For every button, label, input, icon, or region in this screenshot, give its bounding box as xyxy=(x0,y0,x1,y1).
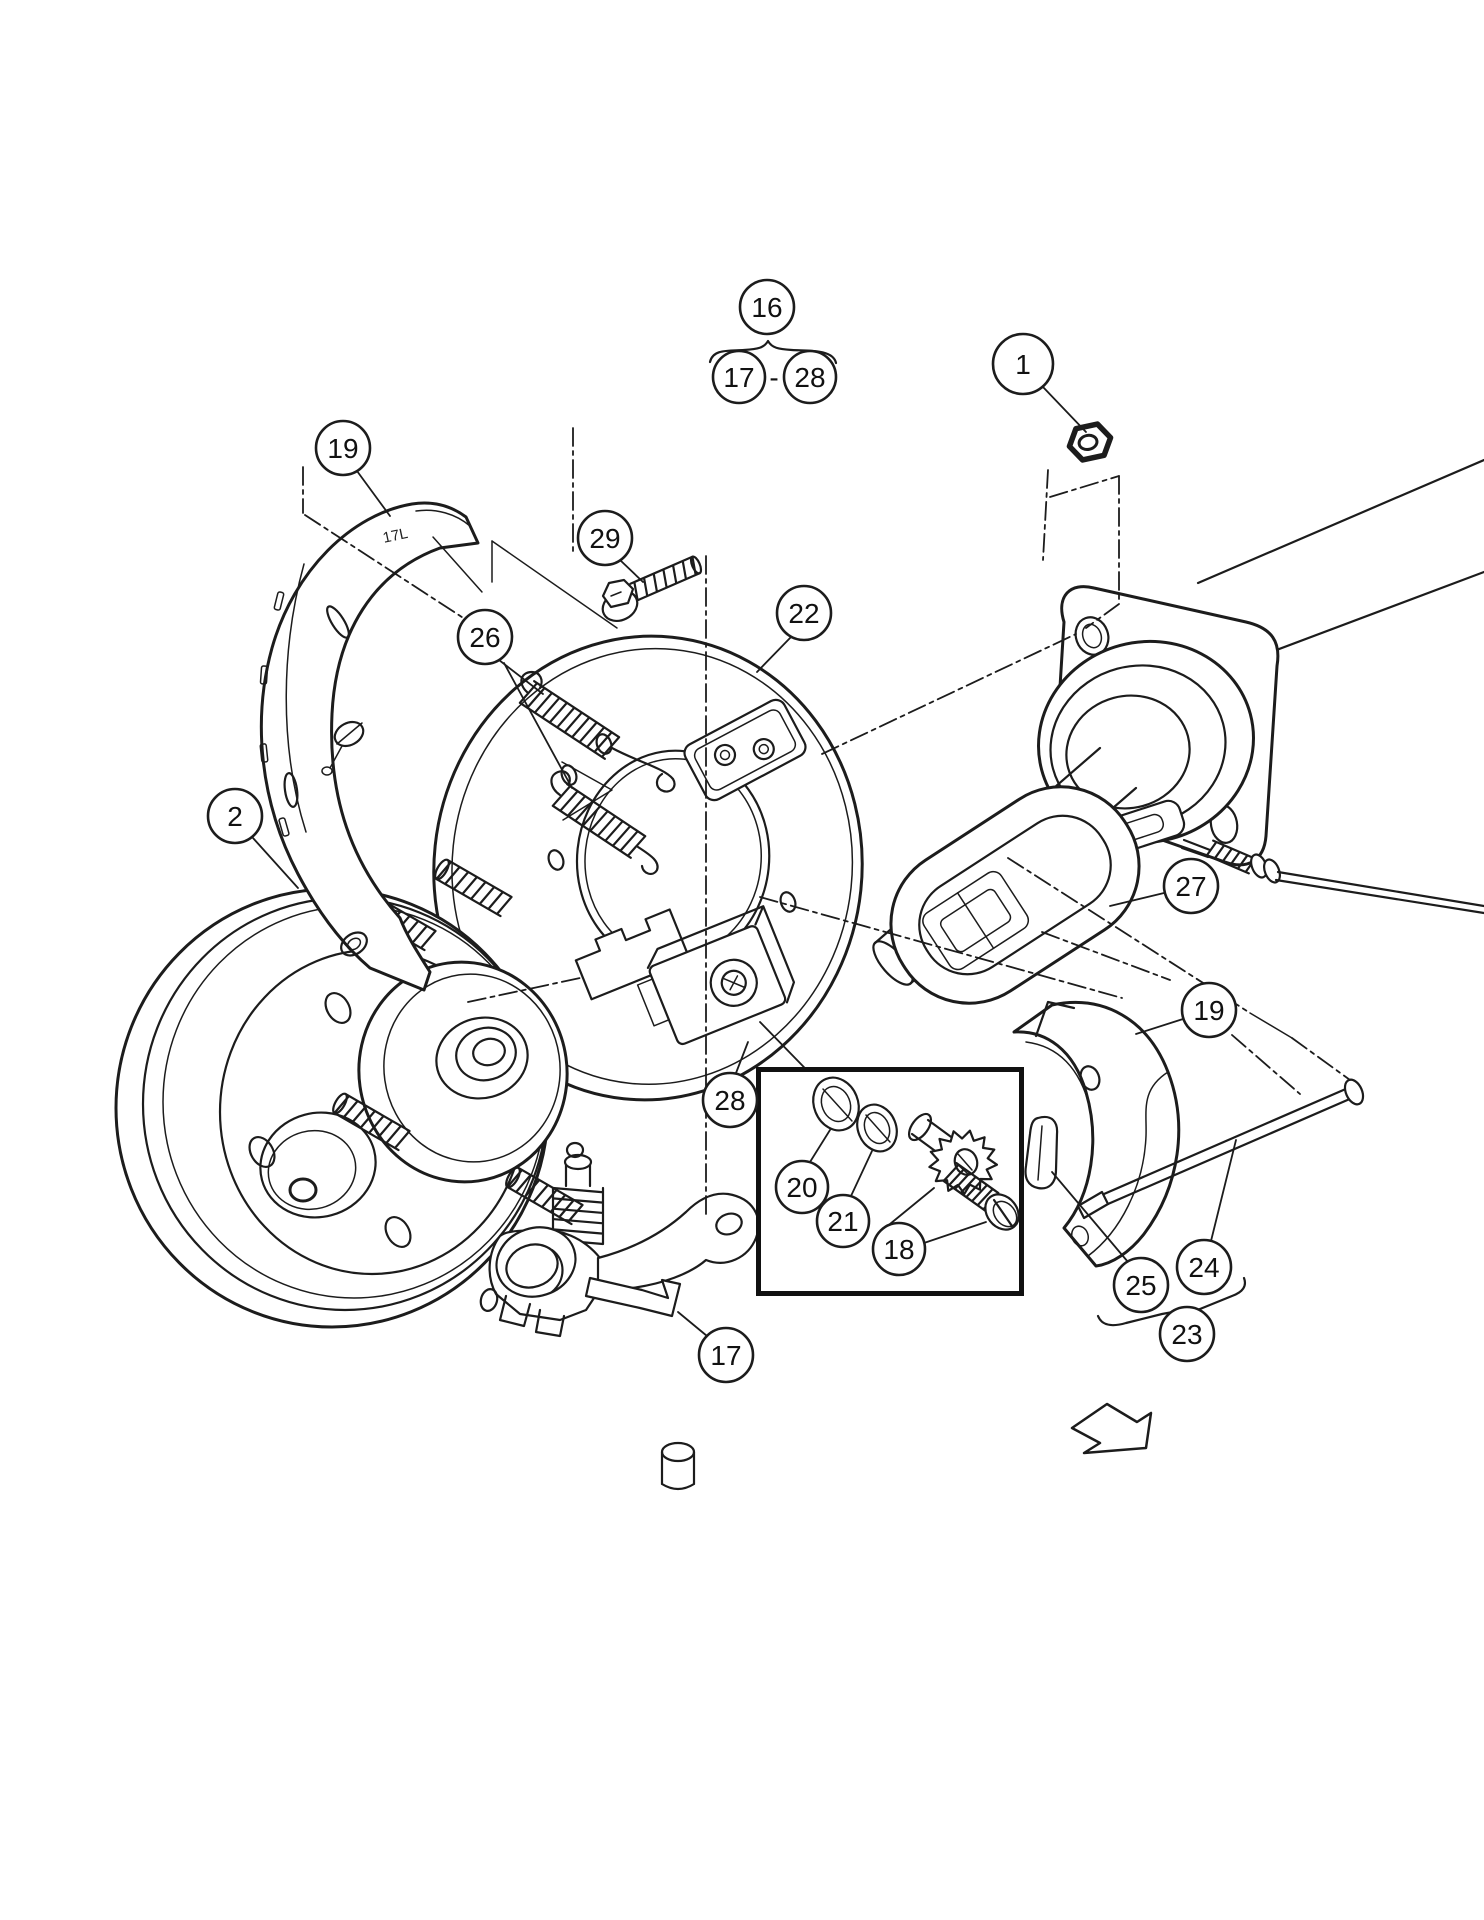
callout-number-18: 18 xyxy=(883,1234,914,1265)
callout-number-17-top: 17 xyxy=(723,362,754,393)
callout-layer: 16 17 28 1 19 29 22 26 2 27 19 28 20 21 18 25 24 23 17 xyxy=(206,278,1238,1384)
callout-circle-22 xyxy=(775,584,833,642)
callout-23: 23 xyxy=(1158,1305,1216,1363)
callout-circle-18 xyxy=(871,1221,927,1277)
callout-25: 25 xyxy=(1051,1171,1170,1314)
brake-cable xyxy=(1274,870,1484,915)
washer-21 xyxy=(856,1103,898,1153)
shoe-springs-26 xyxy=(518,670,676,876)
callout-circle-1 xyxy=(991,332,1055,396)
callout-number-19-left: 19 xyxy=(327,433,358,464)
callout-number-28-top: 28 xyxy=(794,362,825,393)
callout-number-23: 23 xyxy=(1171,1319,1202,1350)
callout-number-2: 2 xyxy=(227,801,243,832)
callout-number-17-bottom: 17 xyxy=(710,1340,741,1371)
callout-20: 20 xyxy=(774,1129,831,1215)
anchor-pin-24 xyxy=(1076,1078,1365,1220)
callout-18: 18 xyxy=(871,1187,987,1277)
callout-number-25: 25 xyxy=(1125,1270,1156,1301)
callout-circle-20 xyxy=(774,1159,830,1215)
callout-circle-25 xyxy=(1112,1256,1170,1314)
callout-number-28-bottom: 28 xyxy=(714,1085,745,1116)
callout-circle-2 xyxy=(206,787,264,845)
callout-16: 16 xyxy=(738,278,796,336)
callout-number-26: 26 xyxy=(469,622,500,653)
wheel-hub xyxy=(332,858,584,1226)
brake-shoe-left-19: 17L xyxy=(259,501,480,992)
callout-number-21: 21 xyxy=(827,1206,858,1237)
wheel-stud xyxy=(505,1166,584,1226)
callout-circle-29 xyxy=(576,509,634,567)
callout-circle-28-bottom xyxy=(701,1071,759,1129)
callout-number-22: 22 xyxy=(788,598,819,629)
callout-number-27: 27 xyxy=(1175,871,1206,902)
callout-circle-28-top xyxy=(782,349,838,405)
callout-22: 22 xyxy=(756,584,833,673)
callout-number-19-right: 19 xyxy=(1193,995,1224,1026)
callout-circle-21 xyxy=(815,1193,871,1249)
callout-number-1: 1 xyxy=(1015,349,1031,380)
callout-19-right: 19 xyxy=(1135,981,1238,1039)
brake-shoe-right-19 xyxy=(1012,1000,1181,1268)
lock-nut-1 xyxy=(1066,421,1114,463)
callout-19-left: 19 xyxy=(314,419,391,517)
callout-1: 1 xyxy=(991,332,1087,433)
callout-number-24: 24 xyxy=(1188,1252,1219,1283)
callout-17-top: 17 xyxy=(711,349,767,405)
range-separator: - xyxy=(769,362,778,393)
construction-lines xyxy=(302,427,1351,1215)
callout-circle-17-top xyxy=(711,349,767,405)
callout-29: 29 xyxy=(576,509,644,583)
callout-28-bottom: 28 xyxy=(701,1041,759,1129)
callout-circle-16 xyxy=(738,278,796,336)
callout-circle-19-left xyxy=(314,419,372,477)
boot-seal-27 xyxy=(889,785,1141,1005)
callout-circle-24 xyxy=(1175,1238,1233,1296)
callout-26: 26 xyxy=(456,608,573,789)
callout-circle-17-bottom xyxy=(697,1326,755,1384)
callout-circle-23 xyxy=(1158,1305,1216,1363)
callout-17-bottom: 17 xyxy=(677,1311,755,1384)
callout-circle-27 xyxy=(1162,857,1220,915)
callout-number-16: 16 xyxy=(751,292,782,323)
adjuster-screw-18 xyxy=(942,1161,1000,1213)
direction-arrow-icon xyxy=(1070,1402,1153,1455)
callout-number-20: 20 xyxy=(786,1172,817,1203)
plate-pad xyxy=(683,698,807,802)
wheel-stud xyxy=(332,1092,411,1152)
callout-number-29: 29 xyxy=(589,523,620,554)
shoe-part-marking: 17L xyxy=(381,525,409,547)
wheel-stud xyxy=(434,858,513,918)
adjuster-bracket-28 xyxy=(574,905,796,1046)
callout-24: 24 xyxy=(1175,1139,1237,1296)
callout-28-top: 28 xyxy=(782,349,838,405)
brake-lever-17 xyxy=(479,1141,760,1491)
callout-circle-19-right xyxy=(1180,981,1238,1039)
callout-21: 21 xyxy=(815,1150,873,1249)
callout-27: 27 xyxy=(1109,857,1220,915)
callout-circle-26 xyxy=(456,608,514,666)
callout-2: 2 xyxy=(206,787,299,889)
flange-bolt-29 xyxy=(601,555,703,623)
washer-20 xyxy=(812,1076,860,1132)
